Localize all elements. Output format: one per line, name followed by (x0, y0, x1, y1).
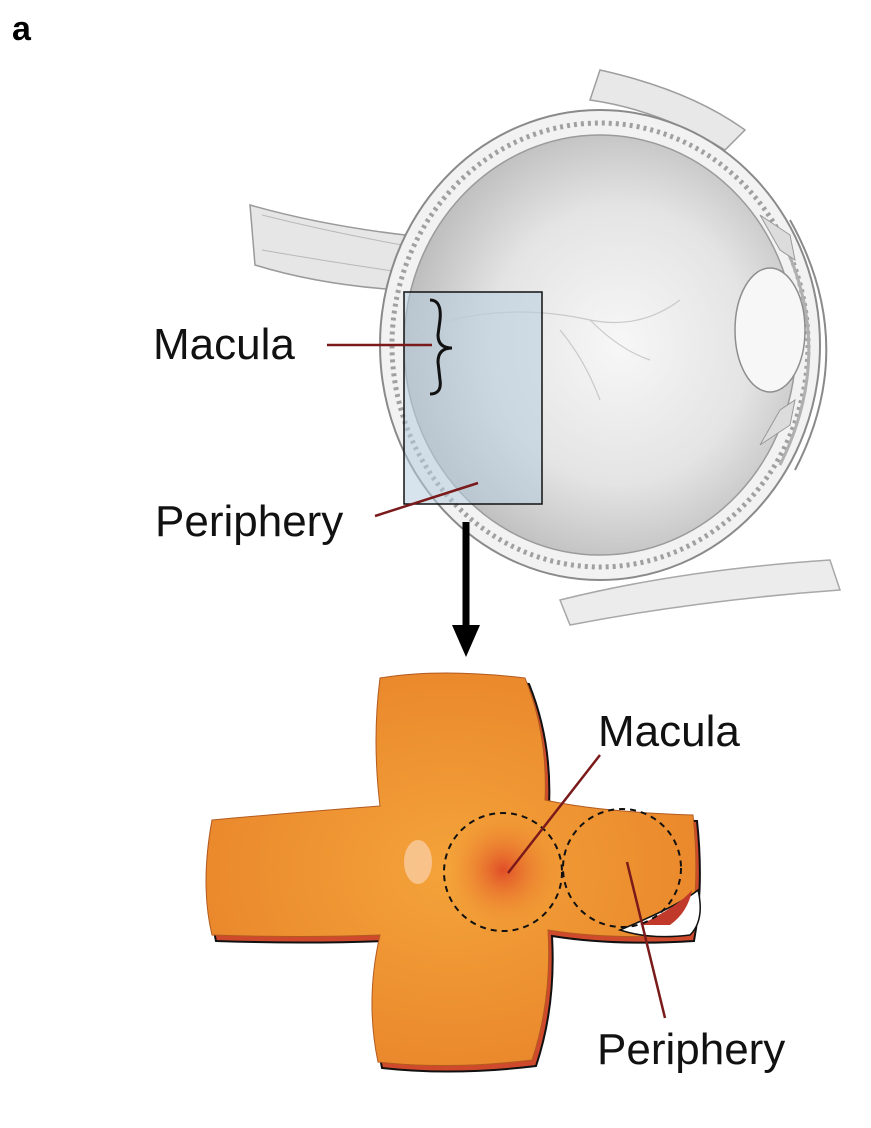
periphery-label-top: Periphery (155, 500, 343, 544)
periphery-label-bottom: Periphery (597, 1028, 785, 1072)
macula-label-bottom: Macula (598, 710, 740, 754)
lens (735, 268, 805, 392)
selection-box (404, 292, 542, 504)
optic-nerve (250, 205, 405, 290)
macula-label-top: Macula (153, 323, 295, 367)
down-arrow-icon (452, 522, 480, 657)
optic-disc (404, 840, 432, 884)
